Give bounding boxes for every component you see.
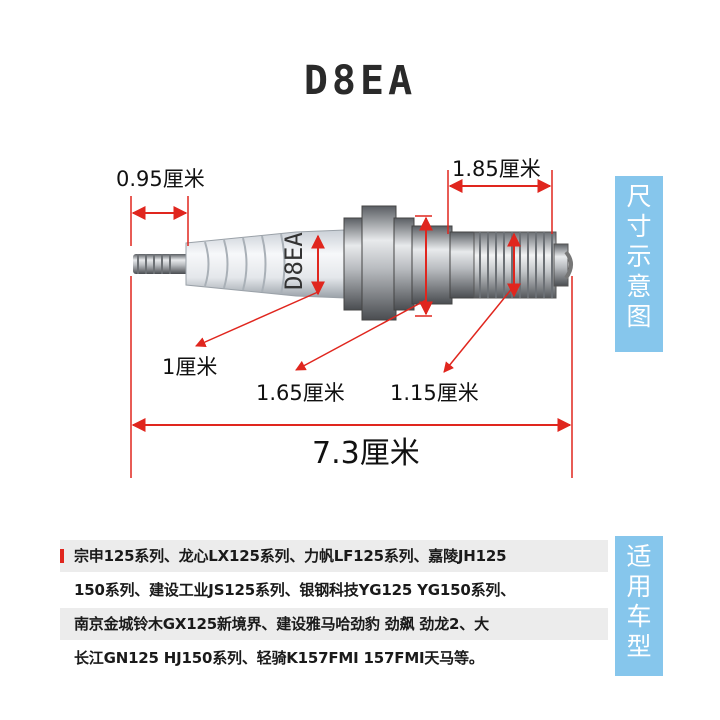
dim-thread-length-label: 1.85厘米 — [452, 157, 541, 181]
dim-terminal-dia-label: 1厘米 — [162, 355, 217, 379]
tag-char: 适 — [626, 542, 652, 571]
dim-hex-size-label: 1.65厘米 — [256, 381, 345, 405]
model-line-text: 宗申125系列、龙心LX125系列、力帆LF125系列、嘉陵JH125 — [74, 547, 507, 565]
model-line-text: 长江GN125 HJ150系列、轻骑K157FMI 157FMI天马等。 — [74, 649, 484, 667]
hex-nut — [343, 205, 477, 321]
plug-mark-text: D8EA — [280, 232, 308, 290]
tag-char: 图 — [626, 302, 652, 331]
product-title: D8EA — [303, 58, 417, 104]
dim-hex-size — [295, 215, 433, 371]
tag-char: 尺 — [626, 182, 652, 211]
tag-char: 意 — [626, 272, 652, 301]
dim-terminal-length — [130, 196, 189, 246]
bullet-marker — [60, 549, 64, 563]
tag-char: 车 — [626, 602, 652, 631]
dim-terminal-length-label: 0.95厘米 — [116, 167, 205, 191]
dim-thread-dia-label: 1.15厘米 — [390, 381, 479, 405]
model-line: 南京金城铃木GX125新境界、建设雅马哈劲豹 劲飙 劲龙2、大 — [60, 608, 608, 640]
tag-char: 寸 — [626, 212, 652, 241]
dim-total-length — [130, 276, 573, 478]
dim-thread-dia — [443, 232, 521, 373]
dim-thread-length — [447, 170, 553, 234]
model-line-text: 南京金城铃木GX125新境界、建设雅马哈劲豹 劲飙 劲龙2、大 — [74, 615, 489, 633]
model-line: 150系列、建设工业JS125系列、银钢科技YG125 YG150系列、 — [60, 574, 608, 606]
dimension-diagram-tag: 尺 寸 示 意 图 — [615, 176, 663, 352]
spark-plug-diagram: D8EA 0.95厘米 1.85厘米 1厘米 1.65 — [116, 157, 573, 478]
terminal-stud — [133, 254, 191, 274]
compatible-models-list: 宗申125系列、龙心LX125系列、力帆LF125系列、嘉陵JH125 150系… — [60, 540, 608, 676]
tag-char: 用 — [626, 572, 652, 601]
dim-total-length-label: 7.3厘米 — [312, 436, 420, 471]
model-line: 长江GN125 HJ150系列、轻骑K157FMI 157FMI天马等。 — [60, 642, 608, 674]
tag-char: 型 — [626, 632, 652, 661]
model-line: 宗申125系列、龙心LX125系列、力帆LF125系列、嘉陵JH125 — [60, 540, 608, 572]
ceramic-insulator — [185, 229, 346, 299]
models-tag: 适 用 车 型 — [615, 536, 663, 676]
model-line-text: 150系列、建设工业JS125系列、银钢科技YG125 YG150系列、 — [74, 581, 516, 599]
dim-terminal-dia — [195, 234, 325, 347]
thread-section — [473, 231, 573, 299]
tag-char: 示 — [626, 242, 652, 271]
